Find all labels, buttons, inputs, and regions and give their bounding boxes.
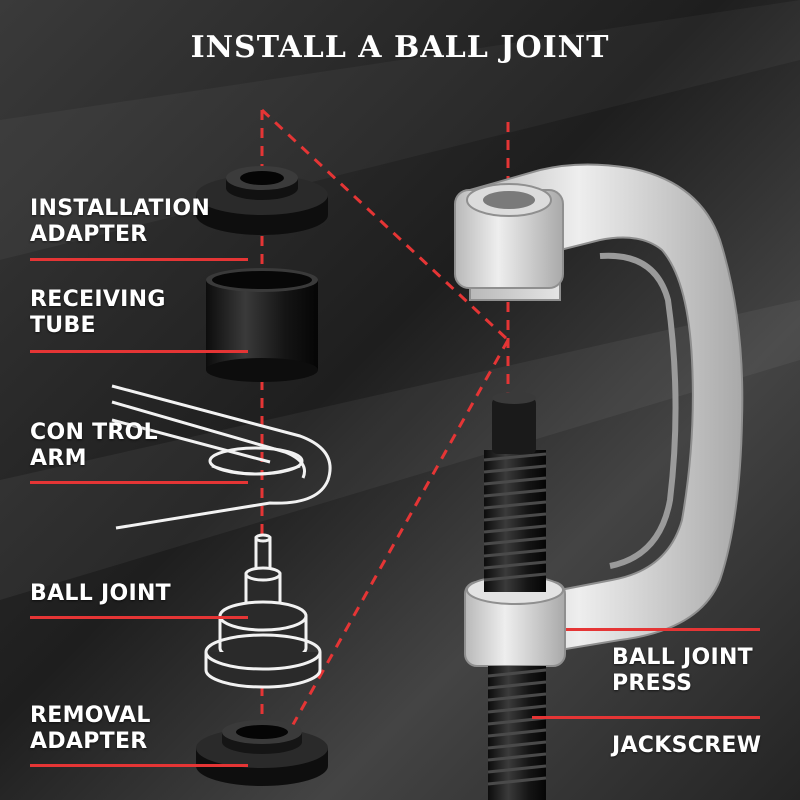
page-title: INSTALL A BALL JOINT bbox=[190, 30, 610, 65]
label-line: CON TROL bbox=[30, 420, 158, 445]
receiving-tube-label: RECEIVING TUBE bbox=[30, 287, 166, 339]
label-line: JACKSCREW bbox=[612, 733, 762, 758]
ball-joint-label: BALL JOINT bbox=[30, 581, 171, 607]
jackscrew-part bbox=[483, 392, 547, 800]
background-streak bbox=[0, 300, 800, 600]
label-line: REMOVAL bbox=[30, 703, 151, 728]
installation-adapter-rule bbox=[30, 258, 248, 261]
installation-adapter-part bbox=[196, 166, 328, 235]
label-line: ADAPTER bbox=[30, 729, 148, 754]
label-line: PRESS bbox=[612, 671, 693, 696]
removal-adapter-rule bbox=[30, 764, 248, 767]
label-line: BALL JOINT bbox=[612, 645, 753, 670]
removal-adapter-label: REMOVAL ADAPTER bbox=[30, 703, 151, 755]
label-line: INSTALLATION bbox=[30, 196, 211, 221]
receiving-tube-rule bbox=[30, 350, 248, 353]
control-arm-rule bbox=[30, 481, 248, 484]
ball-joint-press-part bbox=[454, 163, 744, 667]
label-line: ADAPTER bbox=[30, 222, 148, 247]
control-arm-label: CON TROL ARM bbox=[30, 420, 158, 472]
removal-adapter-part bbox=[196, 720, 328, 786]
installation-adapter-label: INSTALLATION ADAPTER bbox=[30, 196, 210, 248]
control-arm-part bbox=[111, 384, 332, 530]
jackscrew-label: JACKSCREW bbox=[612, 733, 761, 759]
ball-joint-press-rule bbox=[566, 628, 760, 631]
receiving-tube-part bbox=[206, 268, 318, 382]
label-line: RECEIVING bbox=[30, 287, 166, 312]
label-line: ARM bbox=[30, 446, 87, 471]
ball-joint-rule bbox=[30, 616, 248, 619]
jackscrew-rule bbox=[532, 716, 760, 719]
label-line: TUBE bbox=[30, 313, 96, 338]
ball-joint-press-label: BALL JOINT PRESS bbox=[612, 645, 753, 697]
label-line: BALL JOINT bbox=[30, 581, 171, 606]
